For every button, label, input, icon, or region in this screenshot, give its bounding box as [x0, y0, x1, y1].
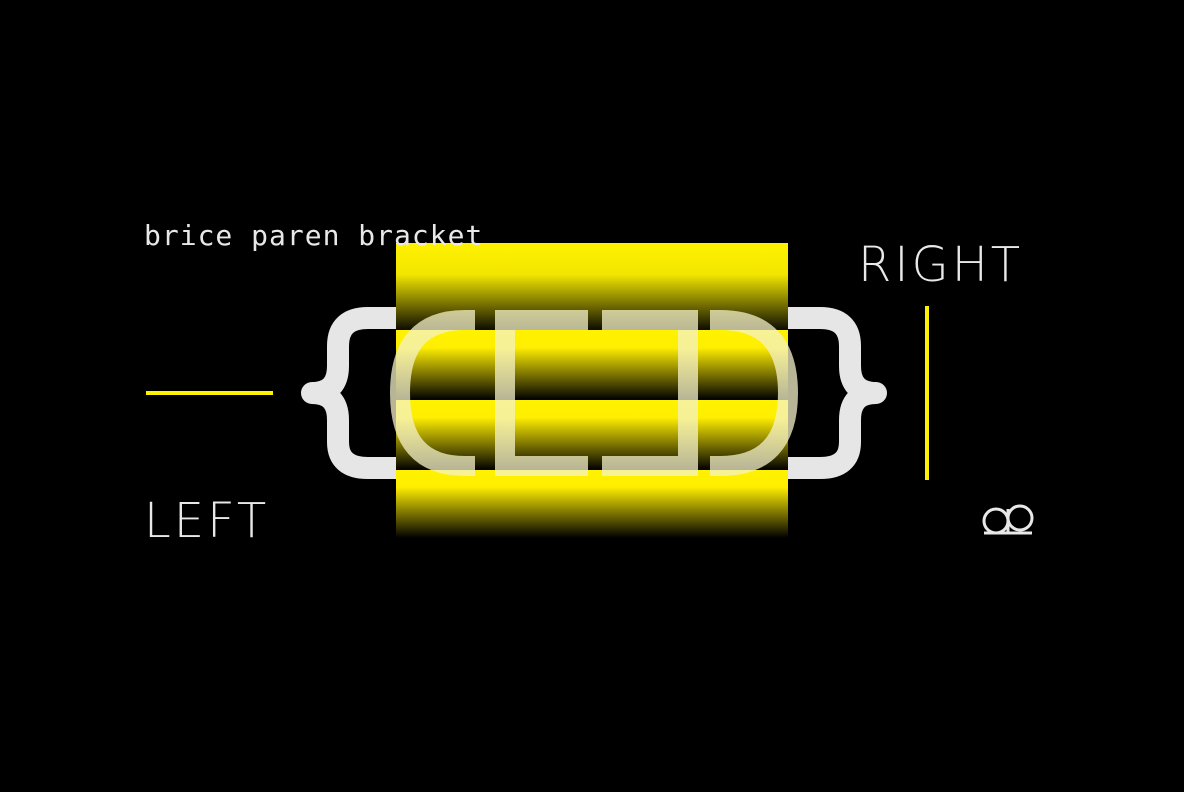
right-square-bracket-icon — [602, 310, 698, 476]
yellow-band-4 — [396, 470, 788, 538]
inner-glyphs — [389, 310, 799, 476]
right-curly-brace-icon — [788, 307, 887, 479]
right-label: RIGHT — [858, 237, 1024, 293]
subtitle-text: brice paren bracket — [144, 219, 484, 252]
ap-monogram-icon — [982, 504, 1034, 535]
left-label: LEFT — [144, 493, 270, 549]
left-curly-brace-icon — [301, 307, 400, 479]
left-square-bracket-icon — [495, 310, 588, 476]
yellow-band-2 — [396, 330, 788, 400]
left-horizontal-line — [146, 391, 273, 395]
right-vertical-line — [925, 306, 929, 480]
right-paren-icon — [710, 310, 799, 476]
left-paren-icon — [389, 310, 475, 476]
